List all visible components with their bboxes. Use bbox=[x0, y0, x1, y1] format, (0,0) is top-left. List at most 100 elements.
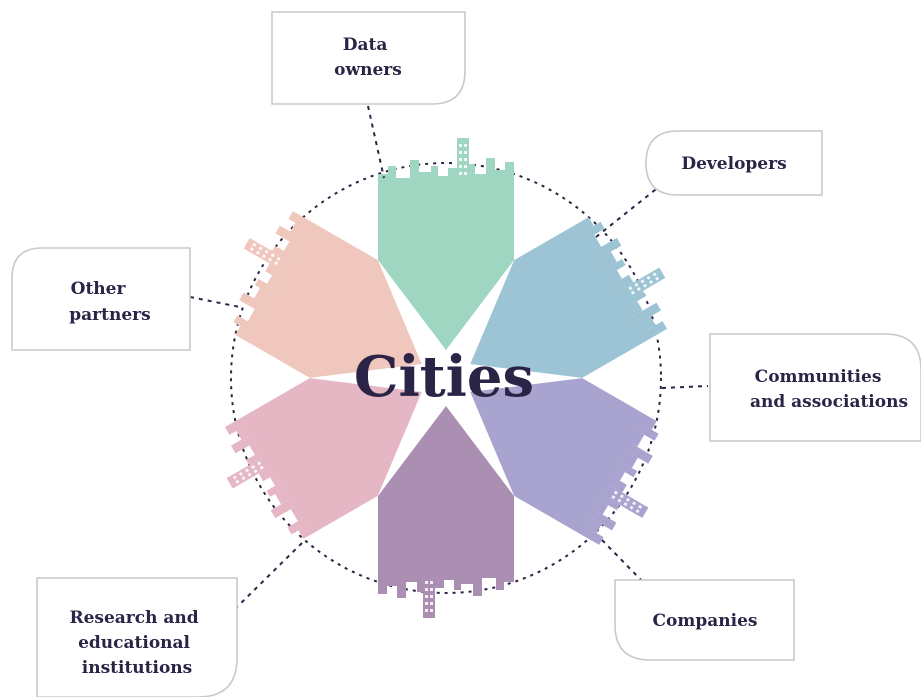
skyline-building bbox=[431, 166, 438, 187]
skyline-building bbox=[597, 251, 617, 270]
skyline-building bbox=[275, 486, 295, 505]
window-mark bbox=[646, 275, 651, 280]
skyline-building bbox=[473, 569, 482, 596]
skyline-building bbox=[272, 245, 296, 263]
box-label-line: owners bbox=[334, 60, 402, 80]
connector-communities bbox=[661, 385, 709, 389]
window-mark bbox=[274, 261, 279, 266]
window-mark bbox=[625, 497, 631, 502]
skyline-building bbox=[640, 414, 657, 430]
skyline-building bbox=[288, 211, 315, 232]
window-mark bbox=[270, 253, 275, 258]
window-mark bbox=[464, 172, 467, 175]
window-mark bbox=[261, 254, 267, 259]
window-mark bbox=[244, 468, 250, 473]
skyline-building bbox=[618, 450, 638, 469]
window-mark bbox=[635, 509, 640, 514]
skyline-building bbox=[577, 217, 594, 233]
window-mark bbox=[464, 144, 467, 147]
window-mark bbox=[464, 151, 467, 154]
stakeholder-box-research: Research and educational institutions bbox=[36, 577, 238, 697]
skyline-building bbox=[246, 448, 270, 466]
skyline-building bbox=[482, 569, 496, 578]
skyline-building bbox=[603, 259, 626, 276]
window-mark bbox=[264, 249, 269, 254]
window-mark bbox=[268, 257, 273, 262]
skyline-building bbox=[615, 460, 638, 478]
skyline-building bbox=[577, 524, 604, 545]
window-mark bbox=[425, 595, 428, 598]
svg-text:Developers: Developers bbox=[681, 154, 786, 174]
skyline-building bbox=[610, 466, 625, 481]
skyline-building bbox=[496, 569, 504, 590]
petal-body bbox=[245, 223, 422, 378]
skyline-building bbox=[586, 508, 617, 531]
window-mark bbox=[425, 609, 428, 612]
skyline-building bbox=[612, 274, 634, 293]
skyline-building bbox=[504, 569, 514, 582]
window-mark bbox=[425, 602, 428, 605]
skyline-building bbox=[607, 270, 622, 285]
window-mark bbox=[251, 464, 256, 469]
box-label-line: Companies bbox=[653, 611, 758, 631]
skyline-building bbox=[267, 275, 282, 290]
skyline-building bbox=[298, 523, 315, 539]
skyline-building bbox=[397, 569, 406, 598]
window-mark bbox=[430, 595, 433, 598]
window-mark bbox=[459, 151, 462, 154]
skyline-building bbox=[454, 569, 461, 590]
connector-other-partners bbox=[189, 296, 241, 308]
window-mark bbox=[425, 581, 428, 584]
skyline-building bbox=[596, 493, 620, 511]
window-mark bbox=[430, 602, 433, 605]
skyline-building bbox=[396, 178, 410, 187]
skyline-building bbox=[635, 316, 656, 334]
skyline-building bbox=[625, 301, 643, 318]
window-mark bbox=[642, 283, 648, 288]
svg-text:Data owners: Data owners bbox=[334, 35, 402, 80]
stakeholder-box-developers: Developers bbox=[645, 130, 823, 196]
window-mark bbox=[459, 172, 462, 175]
box-label-line: and associations bbox=[750, 392, 908, 412]
skyline-building bbox=[417, 569, 423, 592]
skyline-building bbox=[254, 287, 274, 306]
stakeholder-box-other-partners: Other partners bbox=[11, 247, 191, 351]
stakeholder-box-companies: Companies bbox=[614, 579, 795, 661]
window-mark bbox=[258, 246, 263, 251]
petal-top-right bbox=[470, 217, 668, 378]
petal-top bbox=[378, 138, 514, 350]
window-mark bbox=[430, 581, 433, 584]
skyline-building bbox=[410, 160, 419, 187]
skyline-building bbox=[475, 174, 486, 187]
skyline-building bbox=[258, 463, 280, 482]
skyline-building bbox=[438, 176, 448, 187]
window-mark bbox=[252, 242, 257, 247]
petal-bottom-left bbox=[224, 378, 422, 539]
skyline-building bbox=[629, 430, 645, 447]
skyline-building bbox=[270, 496, 299, 519]
skyline-building bbox=[495, 170, 505, 187]
connector-developers bbox=[595, 185, 661, 238]
box-label-line: Data bbox=[343, 35, 388, 55]
skyline-building bbox=[624, 442, 653, 464]
skyline-building bbox=[378, 569, 387, 594]
window-mark bbox=[613, 490, 618, 495]
window-mark bbox=[638, 504, 643, 509]
skyline-building bbox=[636, 423, 659, 441]
petal-body bbox=[470, 223, 647, 378]
window-mark bbox=[425, 588, 428, 591]
center-label: Cities bbox=[354, 344, 534, 410]
skyline-building bbox=[387, 569, 397, 586]
window-mark bbox=[276, 256, 281, 261]
window-mark bbox=[259, 465, 264, 470]
svg-text:Research and educational: Research and educational institutions bbox=[69, 608, 204, 678]
skyline-building bbox=[640, 321, 668, 342]
skyline-building bbox=[586, 234, 602, 252]
stakeholder-box-communities: Communities and associations bbox=[709, 333, 921, 442]
window-mark bbox=[464, 158, 467, 161]
skyline-petals bbox=[224, 138, 668, 618]
skyline-building bbox=[266, 480, 289, 497]
window-mark bbox=[257, 461, 262, 466]
window-mark bbox=[628, 286, 633, 291]
skyline-building bbox=[265, 263, 287, 281]
